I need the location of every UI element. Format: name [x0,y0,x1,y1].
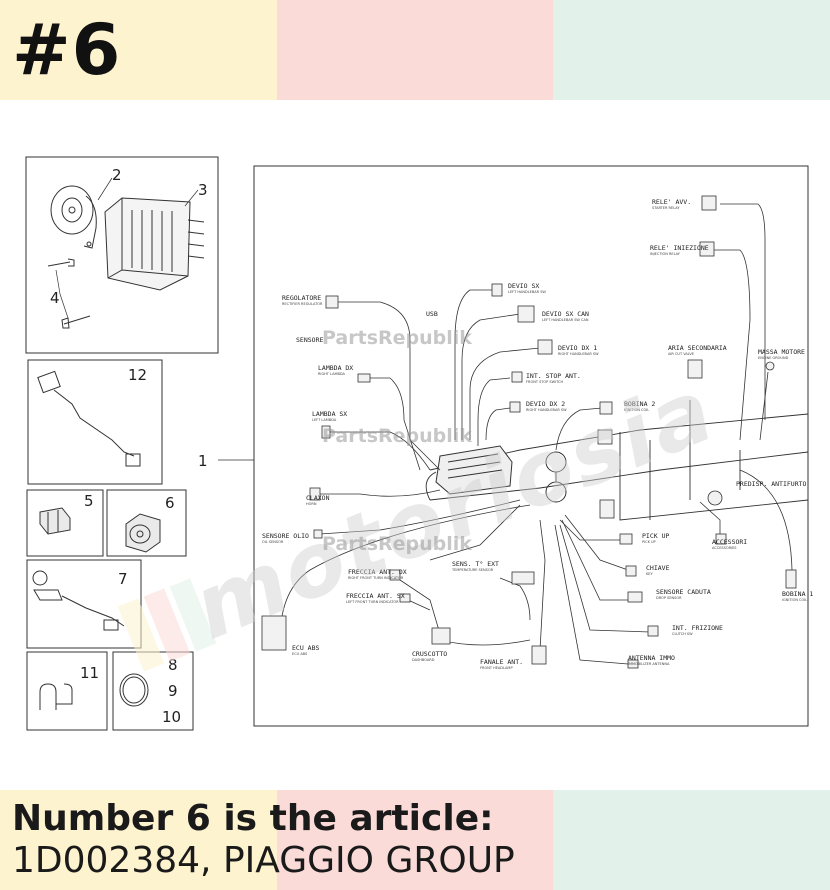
clamp-ring-icon [119,673,149,707]
label-aria-secondaria-en: AIR CUT VALVE [668,352,694,356]
label-lambda-sx: LAMBDA SX [312,410,347,418]
part-number-2: 2 [112,166,122,184]
part-number-4: 4 [50,289,60,307]
page-title: #6 [12,9,122,91]
harness-block [435,445,513,495]
watermark-site-1: PartsRepublik [322,327,472,349]
label-devio-dx2: DEVIO DX 2 [526,400,565,408]
part-number-8: 8 [168,656,178,674]
label-int-stop-ant: INT. STOP ANT. [526,372,581,380]
label-usb: USB [426,310,438,318]
caption-article: 1D002384, PIAGGIO GROUP [12,840,515,881]
label-lambda-dx-en: RIGHT LAMBDA [318,372,346,376]
label-lambda-sx-en: LEFT LAMBDA [312,418,337,422]
label-bobina-2-en: IGNITION COIL [624,408,649,412]
label-devio-dx1: DEVIO DX 1 [558,344,597,352]
label-bobina-1-en: IGNITION COIL [782,598,807,602]
label-sensore-olio-en: OIL SENSOR [262,540,284,544]
label-cruscotto: CRUSCOTTO [412,650,447,658]
label-freccia-ant-sx-en: LEFT FRONT TURN INDICATOR [346,600,399,604]
label-devio-dx2-en: RIGHT HANDLEBAR SW [526,408,567,412]
part-number-10: 10 [162,708,181,726]
label-devio-sx-can: DEVIO SX CAN [542,310,589,318]
oil-sensor-icon [32,570,125,631]
part-number-1: 1 [198,452,208,470]
label-devio-sx-can-en: LEFT HANDLEBAR SW CAN [542,318,589,322]
part-number-5: 5 [84,492,94,510]
header-band [0,0,830,100]
label-fanale-ant-en: FRONT HEADLAMP [480,666,513,670]
label-chiave: CHIAVE [646,564,670,572]
connector-article-6-icon [125,513,161,553]
label-rele-iniezione-en: INJECTION RELAY [650,252,681,256]
watermark-site-2: PartsRepublik [322,425,472,447]
bobina-coil-icon [545,451,567,503]
parts-diagram: 2 3 4 12 5 6 [25,156,813,731]
cable-clip-icon [39,683,73,710]
part-number-6: 6 [165,494,175,512]
horn-icon [50,185,97,249]
label-freccia-ant-sx: FRECCIA ANT. SX [346,592,405,600]
label-claxon: CLAXON [306,494,330,502]
connector-shapes [261,195,797,669]
label-massa-motore-en: ENGINE GROUND [758,356,789,360]
label-ecu-abs: ECU ABS [292,644,319,652]
label-devio-sx-en: LEFT HANDLEBAR SW [508,290,546,294]
label-freccia-ant-dx-en: RIGHT FRONT TURN INDICATOR [348,576,404,580]
label-bobina-2: BOBINA 2 [624,400,655,408]
label-fanale-ant: FANALE ANT. [480,658,523,666]
label-accessori-en: ACCESSORIES [712,546,737,550]
part-number-7: 7 [118,570,128,588]
label-claxon-en: HORN [306,502,317,506]
label-antenna-immo: ANTENNA IMMO [628,654,675,662]
label-devio-dx1-en: RIGHT HANDLEBAR SW [558,352,599,356]
label-regolatore: REGOLATORE [282,294,321,302]
label-sensore-olio: SENSORE OLIO [262,532,309,540]
label-devio-sx: DEVIO SX [508,282,539,290]
connector-clip-icon [39,507,71,535]
label-int-frizione: INT. FRIZIONE [672,624,723,632]
label-sensore-caduta-en: DROP SENSOR [656,596,682,600]
label-rele-avv: RELE' AVV. [652,198,691,206]
cable-sensor-icon [37,370,141,467]
label-bobina-1: BOBINA 1 [782,590,813,598]
part-number-9: 9 [168,682,178,700]
part-number-12: 12 [128,366,147,384]
label-int-stop-ant-en: FRONT STOP SWITCH [526,380,563,384]
harness-wires [279,203,793,665]
label-rele-iniezione: RELE' INIEZIONE [650,244,709,252]
part-number-11: 11 [80,664,99,682]
label-lambda-dx: LAMBDA DX [318,364,353,372]
label-chiave-en: KEY [646,572,654,576]
label-regolatore-en: RECTIFIER REGULATOR [282,302,323,306]
label-sens-t-ext-en: TEMPERATURE SENSOR [451,568,494,572]
label-int-frizione-en: CLUTCH SW [672,632,693,636]
label-sens-t-ext: SENS. T° EXT [452,560,499,568]
label-cruscotto-en: DASHBOARD [412,658,435,662]
screw-lower-icon [61,315,91,329]
watermark-stripes [117,578,217,672]
label-pick-up-en: PICK UP [642,540,656,544]
label-ecu-abs-en: ECU ABS [292,652,308,656]
label-sensore: SENSORE [296,336,323,344]
wiring-harness-box [253,165,809,727]
label-rele-avv-en: STARTER RELAY [652,206,680,210]
rectifier-regulator-icon [104,197,205,291]
label-pick-up: PICK UP [642,532,669,540]
label-accessori: ACCESSORI [712,538,747,546]
watermark-site-3: PartsRepublik [322,533,472,555]
label-predisp-antifurto: PREDISP. ANTIFURTO [736,480,807,488]
caption-band [0,790,830,890]
label-massa-motore: MASSA MOTORE [758,348,805,356]
label-sensore-caduta: SENSORE CADUTA [656,588,711,596]
label-freccia-ant-dx: FRECCIA ANT. DX [348,568,407,576]
diagram-labels: RELE' AVV. STARTER RELAY RELE' INIEZIONE… [262,198,813,670]
label-antenna-immo-en: IMMOBILIZER ANTENNA [628,662,670,666]
caption-heading: Number 6 is the article: [12,798,494,839]
screw-upper-icon [47,258,75,267]
part-number-3: 3 [198,181,208,199]
label-aria-secondaria: ARIA SECONDARIA [668,344,727,352]
